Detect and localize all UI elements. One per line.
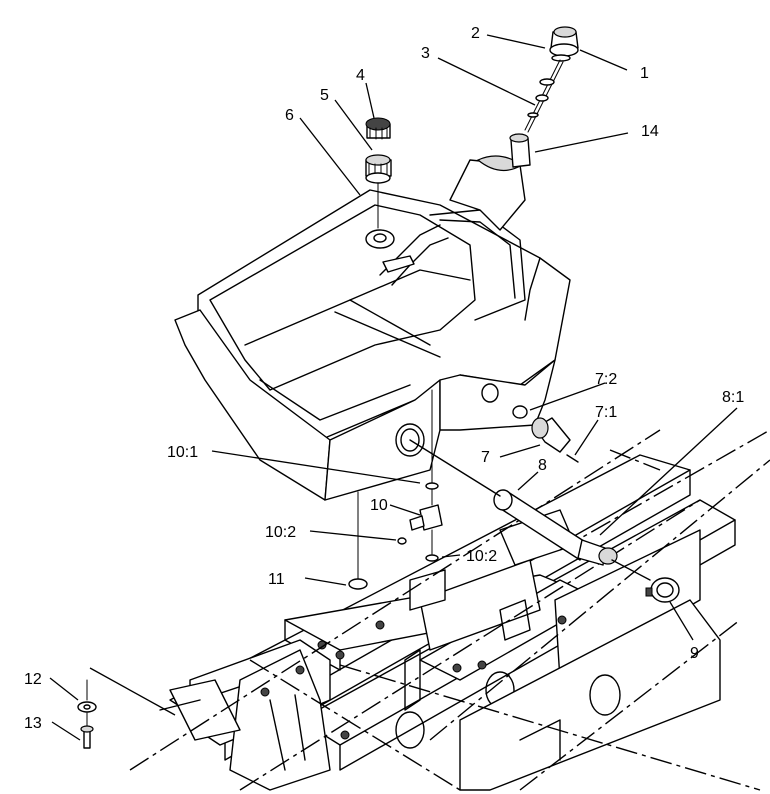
- part-seal-2: [551, 54, 571, 62]
- callout-7-1: 7:1: [595, 404, 617, 421]
- callout-3: 3: [421, 45, 430, 62]
- callout-labels: 1 2 3 4 5 6 14 7:2 7:1 7 8:1 8 10:1 10 1…: [24, 25, 744, 732]
- callout-10-1: 10:1: [167, 444, 198, 461]
- part-washer-12: [77, 701, 97, 713]
- callout-13: 13: [24, 715, 42, 732]
- part-neck-14: [509, 133, 531, 168]
- callout-8-1: 8:1: [722, 389, 744, 406]
- leader-lines: [49, 34, 738, 741]
- callout-11: 11: [268, 571, 285, 588]
- part-elbow-7: [512, 405, 571, 453]
- part-clamp-9: [645, 577, 680, 603]
- callout-4: 4: [356, 67, 365, 84]
- part-cap-1: [549, 26, 579, 57]
- callout-8: 8: [538, 457, 547, 474]
- callout-12: 12: [24, 671, 42, 688]
- part-bolt-13: [80, 679, 94, 749]
- callout-7-2: 7:2: [595, 371, 617, 388]
- callout-14: 14: [641, 123, 659, 140]
- part-filter-8: [409, 439, 651, 581]
- callout-7: 7: [481, 449, 490, 466]
- callout-9: 9: [690, 645, 699, 662]
- frame-centerlines: [129, 429, 770, 791]
- callout-5: 5: [320, 87, 329, 104]
- part-dipstick-3: [524, 59, 564, 133]
- part-tee-10: [397, 389, 443, 562]
- callout-10: 10: [370, 497, 388, 514]
- callout-10-2-right: 10:2: [466, 548, 497, 565]
- callout-10-2-left: 10:2: [265, 524, 296, 541]
- part-washer-11: [348, 491, 368, 590]
- callout-6: 6: [285, 107, 294, 124]
- part-grommet-7-1: [566, 454, 579, 463]
- fuel-tank: [174, 155, 571, 501]
- callout-1: 1: [640, 65, 649, 82]
- callout-2: 2: [471, 25, 480, 42]
- part-cap-4: [365, 117, 391, 140]
- chassis-frame: [159, 454, 736, 791]
- part-adapter-5: [365, 154, 392, 229]
